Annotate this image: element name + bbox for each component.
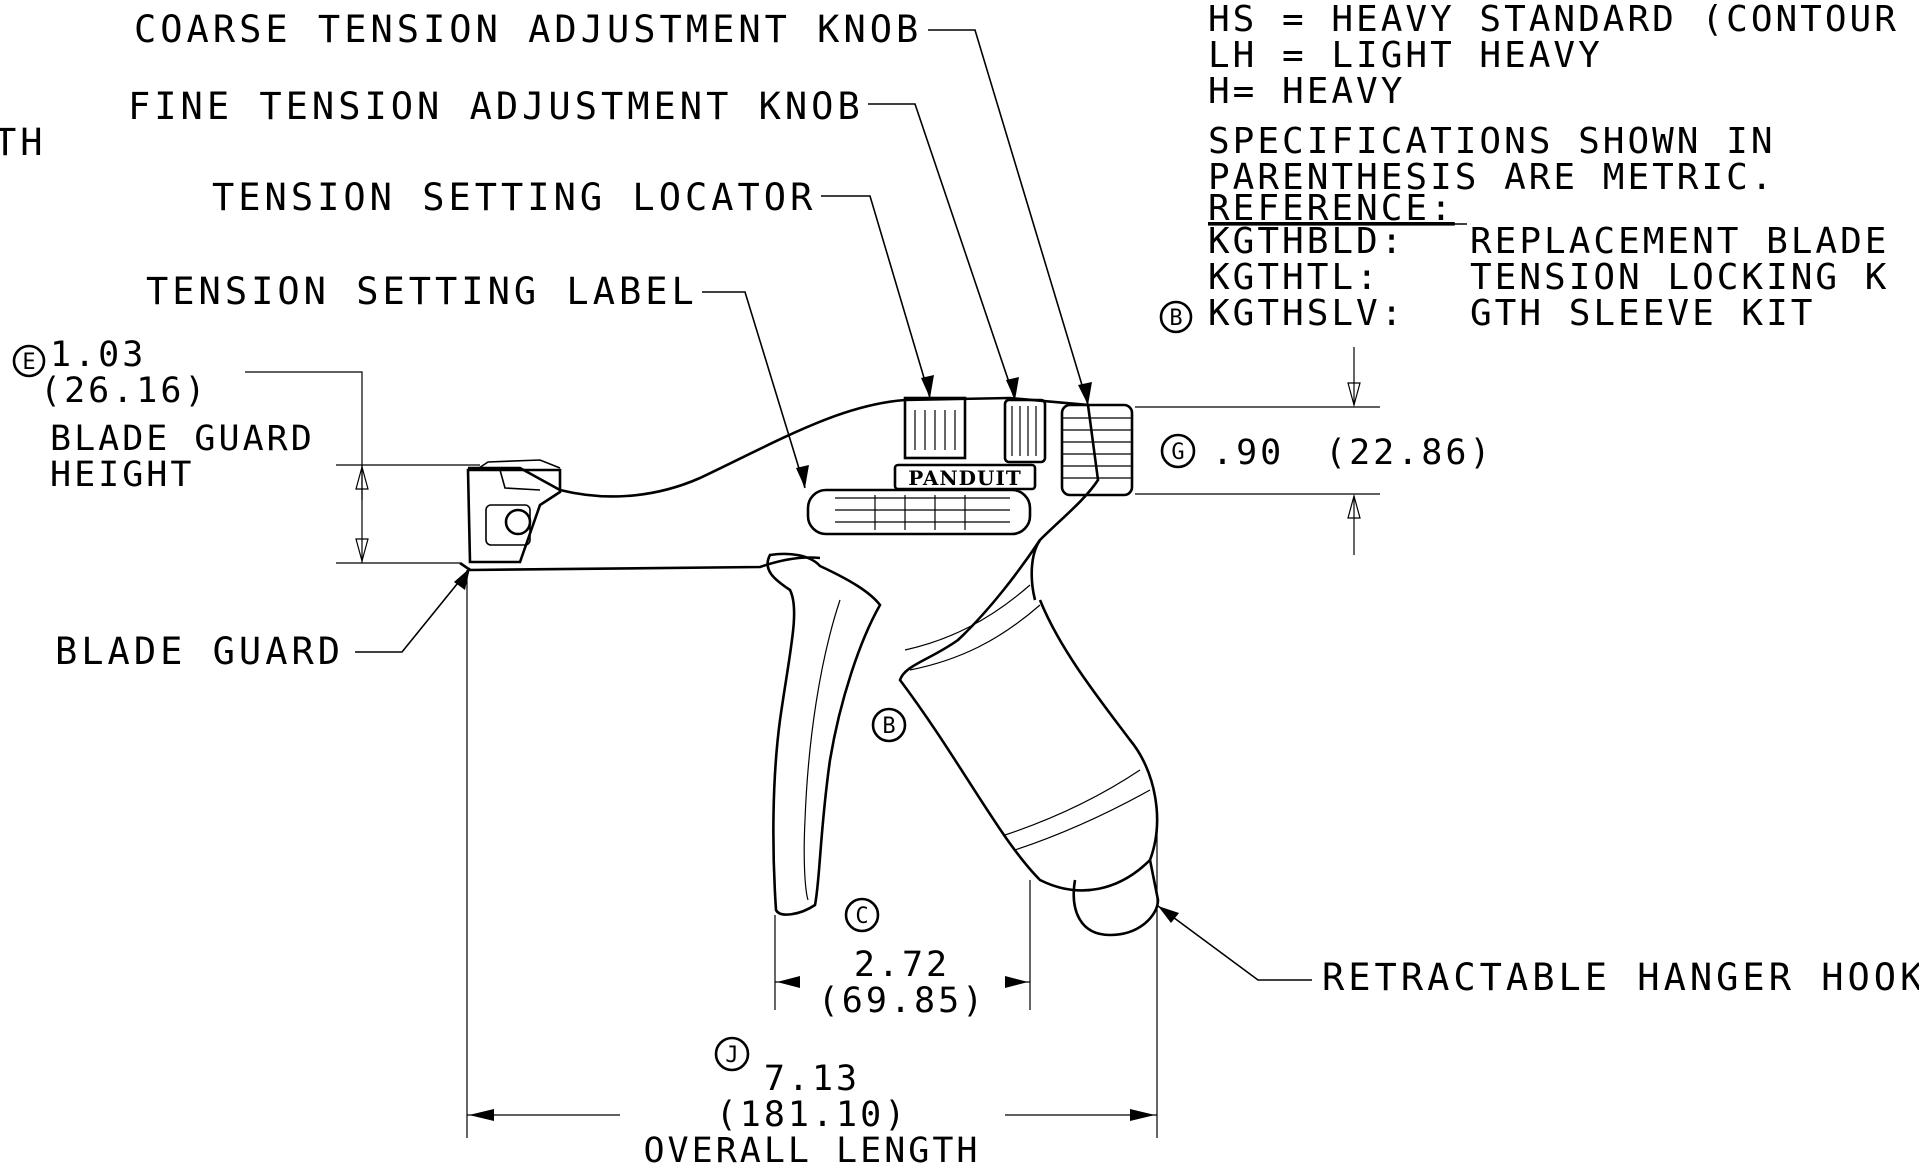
tension-label-grid — [835, 495, 1010, 530]
handle-grip — [898, 539, 1159, 892]
grip-width-imperial: 2.72 — [854, 945, 950, 985]
grip-width-marker-letter: C — [855, 904, 868, 929]
note-spec-1: SPECIFICATIONS SHOWN IN — [1208, 121, 1776, 162]
tension-label-window — [806, 488, 1032, 536]
grip-width-metric: (69.85) — [818, 981, 987, 1021]
reference-marker-letter: B — [1169, 306, 1182, 331]
setting-label-callout: TENSION SETTING LABEL — [146, 270, 698, 313]
coarse-knob-callout: COARSE TENSION ADJUSTMENT KNOB — [134, 8, 922, 51]
grip-band-lower — [1004, 769, 1151, 851]
hanger-hook-leader — [1157, 905, 1312, 981]
overall-arrow-left — [469, 1109, 494, 1121]
blade-guard-top-detail — [475, 459, 561, 491]
trigger — [766, 552, 882, 916]
grip-width-marker-circle — [844, 897, 880, 933]
blade-guard-leader — [355, 567, 471, 653]
grip-band-upper — [904, 584, 1041, 671]
reference-code-2: KGTHTL: — [1208, 257, 1381, 298]
reference-code-1: KGTHBLD: — [1208, 221, 1405, 262]
knob-height-marker-letter: G — [1171, 440, 1184, 465]
coarse-knob-leader — [928, 29, 1089, 406]
note-hs: HS = HEAVY STANDARD (CONTOUR — [1208, 0, 1899, 40]
setting-label-leader — [702, 291, 806, 489]
blade-guard-block — [466, 468, 562, 564]
brand-text: PANDUIT — [908, 466, 1021, 490]
grip-width-arrow-right — [1005, 976, 1028, 988]
blade-guard-callout: BLADE GUARD — [55, 630, 344, 673]
blade-guard-pivot — [504, 508, 532, 536]
fine-knob-arrow — [1006, 377, 1019, 400]
guard-height-label-1: BLADE GUARD — [50, 419, 315, 459]
tool-body: PANDUIT — [459, 396, 1160, 937]
guard-height-marker-circle — [12, 344, 46, 378]
blade-guard-arrow — [454, 568, 470, 590]
reference-marker-circle — [1159, 300, 1193, 334]
overall-arrow-right — [1130, 1109, 1155, 1121]
reference-desc-2: TENSION LOCKING K — [1470, 257, 1889, 298]
knob-height-imperial: .90 — [1212, 433, 1284, 473]
fine-knob-callout: FINE TENSION ADJUSTMENT KNOB — [128, 85, 864, 128]
locator-housing — [903, 396, 967, 460]
knob-height-arrow-top — [1347, 382, 1361, 408]
guard-height-arrow-bottom — [355, 538, 369, 564]
hanger-hook — [1072, 859, 1160, 937]
note-h: H= HEAVY — [1208, 71, 1405, 112]
knob-height-marker-circle — [1160, 433, 1196, 469]
guard-height-arrow-top — [355, 464, 369, 490]
reference-desc-3: GTH SLEEVE KIT — [1470, 293, 1815, 334]
reference-code-3: KGTHSLV: — [1208, 293, 1405, 334]
guard-height-imperial: 1.03 — [50, 335, 146, 375]
coarse-knob-ribs — [1062, 417, 1132, 479]
hanger-hook-arrow — [1158, 906, 1179, 923]
coarse-knob — [1060, 403, 1134, 497]
coarse-knob-arrow — [1078, 382, 1092, 405]
overall-imperial: 7.13 — [764, 1059, 860, 1099]
brand-plate — [893, 463, 1037, 491]
overall-marker-circle — [714, 1036, 750, 1072]
note-spec-2: PARENTHESIS ARE METRIC. — [1208, 157, 1776, 198]
grip-marker-letter: B — [882, 714, 895, 739]
fine-knob-ribs — [1011, 406, 1037, 456]
fine-knob — [1003, 398, 1047, 464]
guard-height-label-2: HEIGHT — [50, 455, 194, 495]
reference-desc-1: REPLACEMENT BLADE — [1470, 221, 1889, 262]
guard-height-leader — [245, 371, 363, 500]
guard-height-marker-letter: E — [22, 350, 35, 375]
grip-width-arrow-left — [777, 976, 800, 988]
reference-heading: REFERENCE: — [1208, 188, 1455, 229]
hanger-hook-callout: RETRACTABLE HANGER HOOK — [1322, 956, 1919, 999]
overall-label: OVERALL LENGTH — [643, 1131, 980, 1166]
locator-leader — [821, 195, 931, 399]
guard-height-metric: (26.16) — [40, 371, 209, 411]
barrel-bottom — [459, 556, 821, 572]
knob-height-metric: (22.86) — [1325, 433, 1494, 473]
overall-metric: (181.10) — [716, 1095, 909, 1135]
locator-arrow — [921, 375, 934, 398]
edge-fragment-text: TH — [0, 121, 47, 164]
trigger-inner-line — [803, 599, 841, 901]
setting-label-arrow — [796, 465, 809, 488]
knob-height-arrow-bottom — [1347, 493, 1361, 519]
fine-knob-leader — [868, 103, 1016, 401]
grip-marker-circle — [871, 707, 907, 743]
overall-marker-letter: J — [725, 1043, 738, 1068]
locator-ribs — [914, 410, 956, 450]
locator-callout: TENSION SETTING LOCATOR — [212, 176, 816, 219]
note-lh: LH = LIGHT HEAVY — [1208, 35, 1603, 76]
